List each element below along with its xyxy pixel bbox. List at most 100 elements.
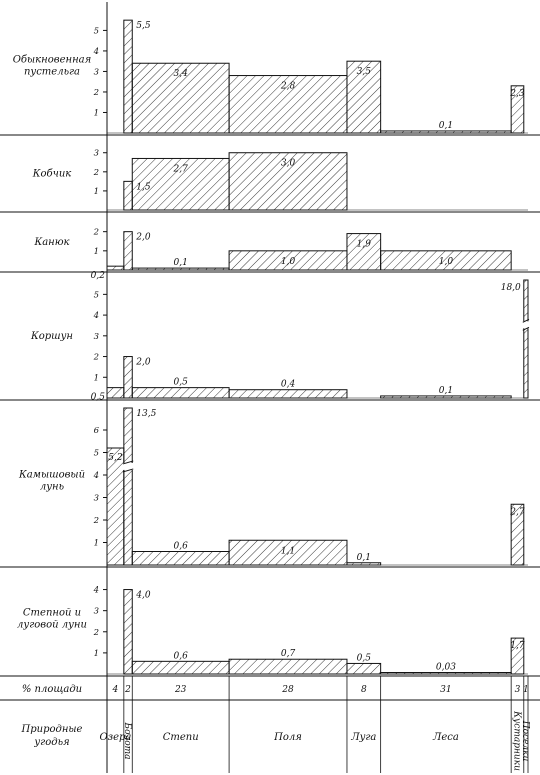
area-share-label: 4 [112,685,119,695]
bar-value-label: 0,6 [174,651,189,661]
y-tick-label: 2 [93,353,99,363]
bar-value-label: 3,4 [174,69,189,79]
area-share-label: 28 [281,685,294,695]
bar-value-label: 3,5 [357,67,372,77]
bar-value-label: 0,1 [439,121,453,131]
habitat-header-line: Природные [21,724,83,735]
bar-break-line [122,468,134,473]
bar-value-label: 18,0 [501,283,521,293]
bar [228,539,348,566]
area-share-label: 8 [361,685,367,695]
bar-break-gap [122,462,134,470]
bar [106,265,125,271]
bar-value-label: 1,1 [281,546,295,556]
y-tick-label: 1 [94,108,99,118]
bar [510,85,525,134]
bar-value-label: 2,0 [135,358,151,368]
bar [106,447,125,566]
bar [131,551,230,566]
bar-value-label: 0,1 [439,386,453,396]
y-tick-label: 2 [93,168,99,178]
habitat-name: Леса [432,732,459,743]
bar [123,231,133,271]
habitat-name: Поселки [520,720,530,762]
area-share-label: 31 [440,685,451,695]
area-header: % площади [22,684,82,695]
y-tick-label: 3 [94,67,99,77]
bar [228,389,348,399]
bar [123,356,133,399]
y-tick-label: 1 [94,373,99,383]
bar [106,387,125,399]
y-tick-label: 1 [94,649,99,659]
bar-value-label: 3,0 [281,159,296,169]
area-share-label: 23 [174,685,187,695]
y-tick-label: 2 [93,628,99,638]
bar-value-label: 4,0 [135,591,151,601]
species-name-line: лунь [40,482,64,493]
bar-break-line [122,460,134,465]
bar [510,503,525,566]
bar [510,637,525,675]
bar-value-label: 0,03 [436,663,456,673]
y-tick-label: 4 [93,47,99,57]
habitat-name: Кустарники [511,710,521,771]
habitat-name: Поля [273,732,302,743]
bar-value-label: 0,1 [174,258,188,268]
bar [380,130,512,134]
y-tick-label: 3 [94,494,99,504]
bar-value-label: 0,1 [357,553,371,563]
y-tick-label: 2 [93,88,99,98]
bar [380,395,512,399]
bar [123,180,133,211]
area-share-label: 1 [523,685,529,695]
bar [123,407,133,566]
bar-value-label: 2,7 [173,164,189,174]
bar-value-label: 0,5 [91,393,106,403]
bar-value-label: 2,0 [135,233,151,243]
y-tick-label: 1 [94,187,99,197]
y-tick-label: 3 [94,332,99,342]
bar [380,250,512,271]
species-name: Кобчик [32,169,72,180]
bar-value-label: 13,5 [136,409,156,419]
bar-value-label: 5,2 [108,453,123,463]
y-tick-label: 6 [94,426,100,436]
species-name-line: луговой луни [17,620,87,631]
bar [131,157,230,211]
y-tick-label: 1 [94,247,99,257]
y-tick-label: 3 [94,149,99,159]
y-tick-label: 5 [94,290,99,300]
species-name-line: Обыкновенная [13,55,92,66]
bar-value-label: 2,8 [280,82,296,92]
y-tick-label: 4 [93,586,99,596]
y-tick-label: 3 [94,607,99,617]
y-tick-label: 1 [94,539,99,549]
y-tick-label: 5 [94,26,99,36]
bar [131,267,230,271]
y-tick-label: 4 [93,471,99,481]
bar [228,658,348,675]
species-name-line: Степной и [23,608,81,619]
bar-value-label: 0,6 [174,542,189,552]
bar [123,19,133,134]
bar [228,75,348,134]
bar-break-line [522,326,530,331]
bar [346,662,382,675]
bar-break-line [522,318,530,323]
y-tick-label: 2 [93,516,99,526]
bar [228,152,348,211]
bar [131,62,230,134]
species-name: Канюк [33,237,69,248]
bar-value-label: 1,9 [357,240,372,250]
habitat-name: Степи [163,732,199,743]
bar-value-label: 1,0 [439,257,454,267]
bar-break-gap [522,321,529,329]
species-name-line: пустельга [24,67,80,78]
bar-value-label: 1,7 [510,641,525,651]
bar-value-label: 0,2 [91,271,106,281]
